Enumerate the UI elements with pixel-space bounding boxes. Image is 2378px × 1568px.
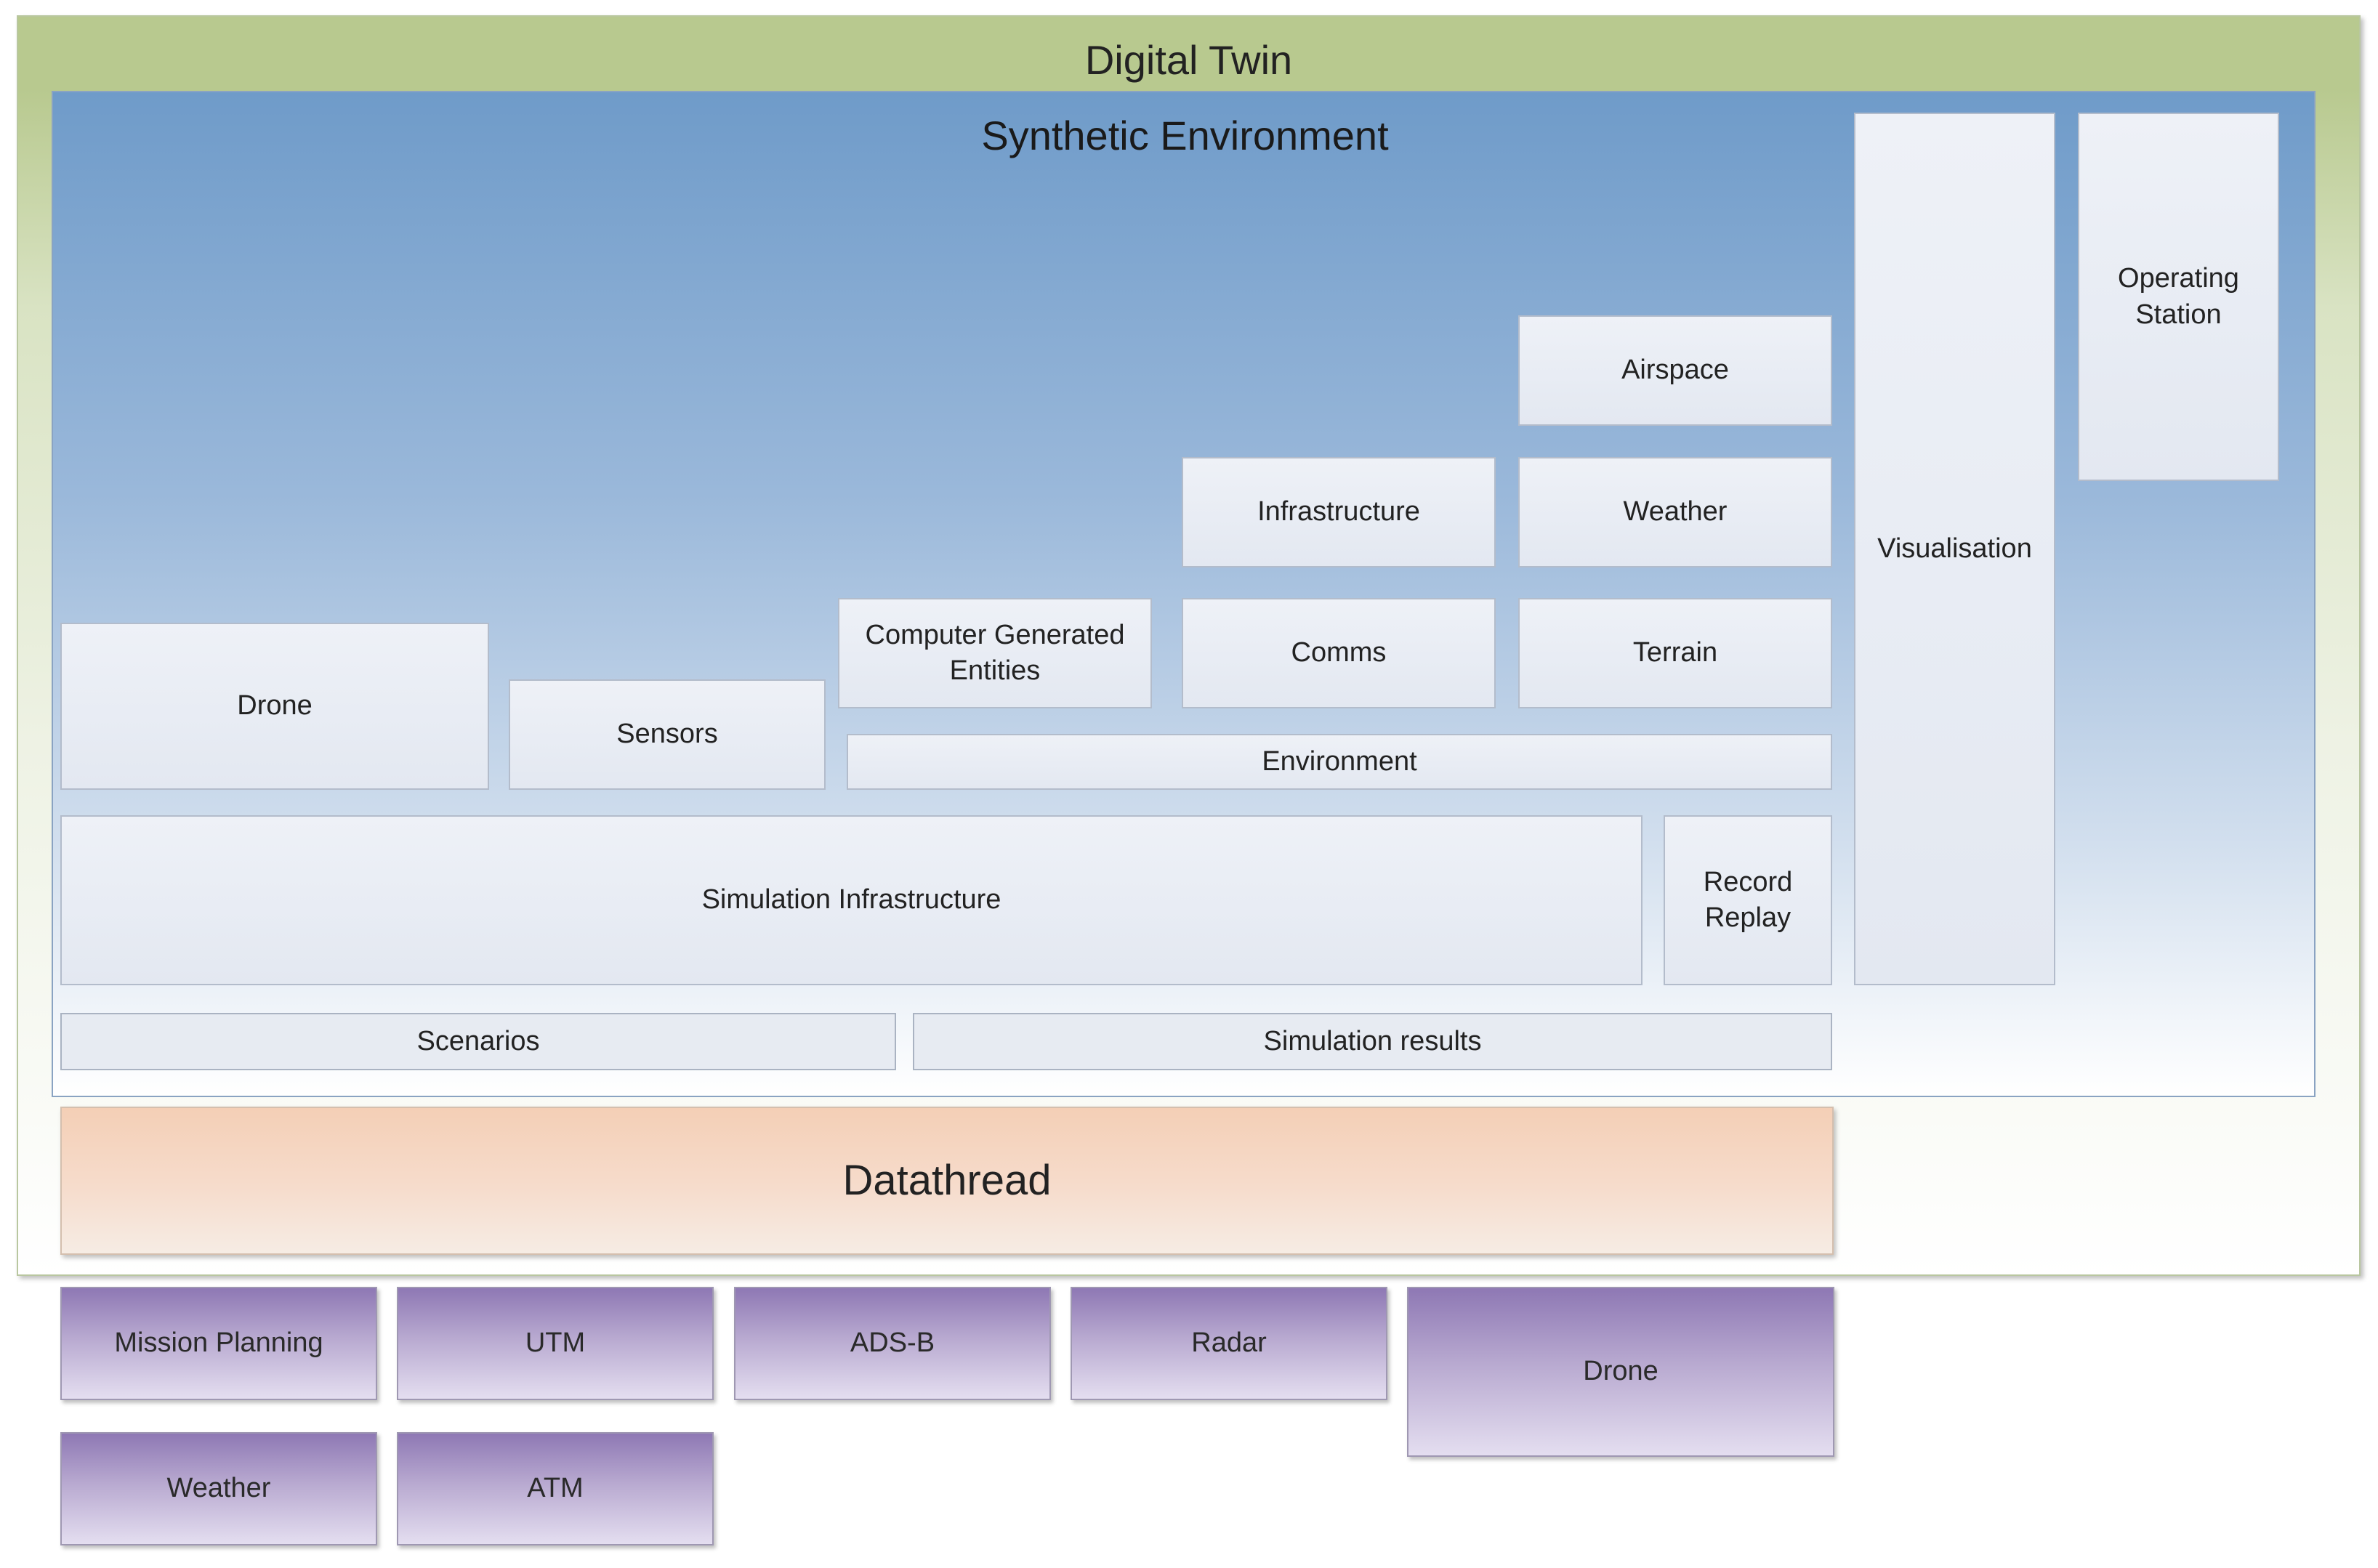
mission-planning-block: Mission Planning	[60, 1287, 377, 1400]
utm-block: UTM	[397, 1287, 714, 1400]
external-weather-block: Weather	[60, 1432, 377, 1545]
infrastructure-block: Infrastructure	[1182, 457, 1496, 567]
external-drone-block: Drone	[1407, 1287, 1834, 1457]
datathread-block: Datathread	[60, 1107, 1834, 1255]
simulation-results-block: Simulation results	[913, 1013, 1832, 1070]
simulation-infrastructure-block: Simulation Infrastructure	[60, 815, 1643, 985]
airspace-block: Airspace	[1518, 315, 1832, 426]
visualisation-block: Visualisation	[1854, 113, 2055, 985]
radar-block: Radar	[1071, 1287, 1387, 1400]
ads-b-block: ADS-B	[734, 1287, 1051, 1400]
synthetic-environment-title: Synthetic Environment	[981, 112, 1389, 158]
environment-block: Environment	[847, 734, 1832, 790]
drone-block: Drone	[60, 623, 489, 790]
record-replay-block: Record Replay	[1664, 815, 1832, 985]
atm-block: ATM	[397, 1432, 714, 1545]
digital-twin-title: Digital Twin	[1084, 36, 1293, 83]
terrain-block: Terrain	[1518, 598, 1832, 708]
comms-block: Comms	[1182, 598, 1496, 708]
scenarios-block: Scenarios	[60, 1013, 896, 1070]
weather-block: Weather	[1518, 457, 1832, 567]
operating-station-block: Operating Station	[2078, 113, 2279, 481]
computer-generated-entities-block: Computer Generated Entities	[838, 598, 1152, 708]
sensors-block: Sensors	[509, 679, 826, 790]
